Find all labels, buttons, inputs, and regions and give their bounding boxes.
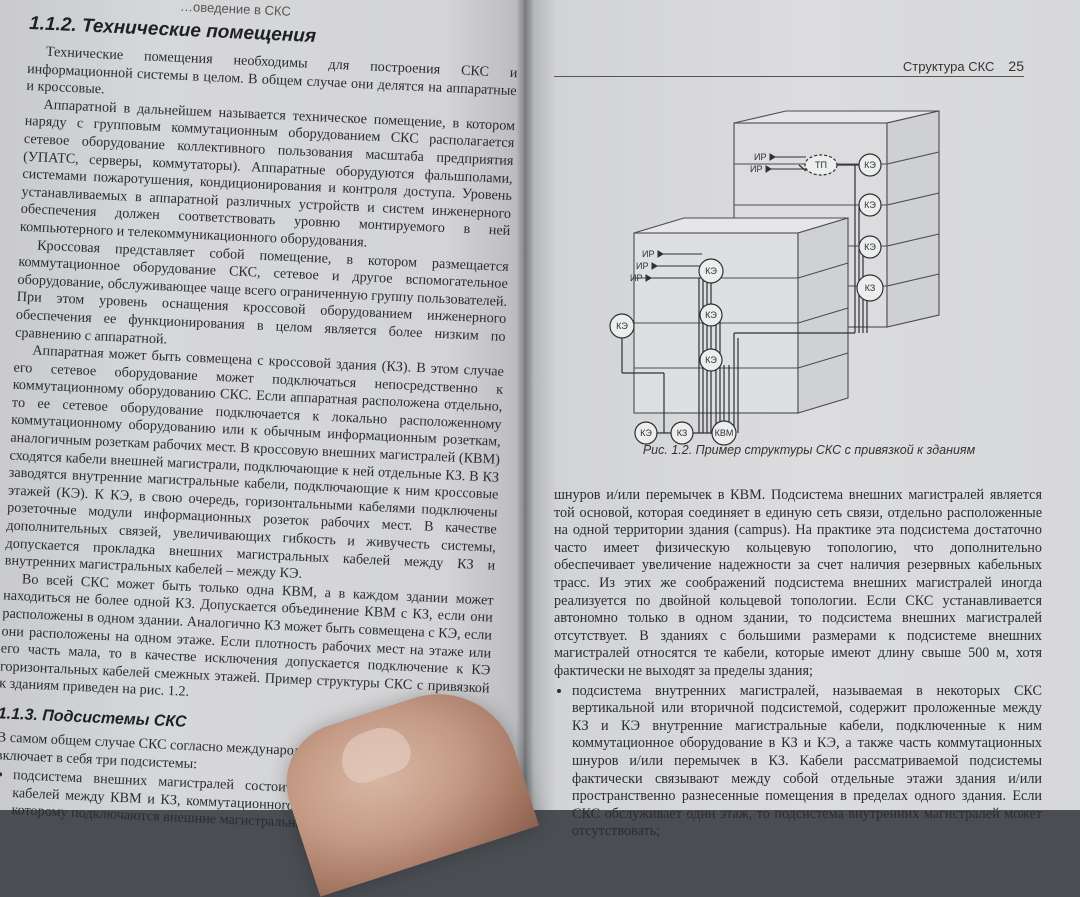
ke-node	[858, 235, 882, 259]
ke-label: КЭ	[705, 310, 717, 320]
ke-node	[699, 303, 723, 327]
left-page: …оведение в СКС 1.1.2. Технические помещ…	[0, 0, 524, 840]
ir-label: ИР	[630, 273, 642, 283]
building-structure-diagram: ИР ИР ИР ИР ИР	[609, 110, 940, 446]
ir-label: ИР	[754, 152, 766, 162]
kz-node	[670, 421, 694, 445]
ke-label: КЭ	[705, 355, 717, 365]
ke-label: КЭ	[616, 321, 628, 331]
running-header-title: Структура СКС	[902, 59, 995, 74]
ke-label: КЭ	[640, 428, 652, 438]
right-page-content: Структура СКС 25	[554, 58, 1054, 841]
list-item: подсистема внутренних магистралей, назыв…	[572, 683, 1042, 841]
ke-node	[634, 421, 658, 445]
right-page: Структура СКС 25	[524, 0, 1080, 839]
paragraph: Аппаратная может быть совмещена с кроссо…	[4, 342, 505, 583]
tp-label: ТП	[815, 160, 827, 170]
right-body-text: шнуров и/или перемычек в КВМ. Подсистема…	[554, 487, 1042, 841]
ir-label: ИР	[642, 249, 654, 259]
ke-label: КЭ	[864, 160, 876, 170]
right-running-header: Структура СКС 25	[554, 58, 1024, 77]
ke-label: КЭ	[705, 266, 717, 276]
ke-node	[858, 153, 882, 177]
paragraph: Во всей СКС может быть только одна КВМ, …	[0, 571, 494, 701]
kvm-node	[711, 420, 737, 446]
figure-1-2: ИР ИР ИР ИР ИР	[554, 83, 1024, 446]
page-number: 25	[1008, 58, 1024, 74]
paragraph: шнуров и/или перемычек в КВМ. Подсистема…	[554, 487, 1042, 679]
ke-node	[699, 348, 723, 372]
figure-caption: Рис. 1.2. Пример структуры СКС с привязк…	[642, 443, 976, 457]
ke-node	[609, 313, 635, 339]
book-gutter	[516, 0, 534, 810]
paragraph: Аппаратной в дальнейшем называется техни…	[19, 96, 516, 251]
ke-node	[698, 258, 724, 284]
building-back-side	[886, 110, 940, 328]
kz-node	[856, 274, 884, 302]
kz-label: КЗ	[677, 428, 688, 438]
kz-label: КЗ	[865, 283, 876, 293]
kvm-label: КВМ	[715, 428, 734, 438]
ir-label: ИР	[636, 261, 648, 271]
ke-label: КЭ	[864, 200, 876, 210]
subsystem-list: подсистема внутренних магистралей, назыв…	[554, 683, 1042, 841]
ir-label: ИР	[750, 164, 762, 174]
ke-label: КЭ	[864, 242, 876, 252]
tp-node	[804, 154, 838, 176]
ke-node	[858, 193, 882, 217]
